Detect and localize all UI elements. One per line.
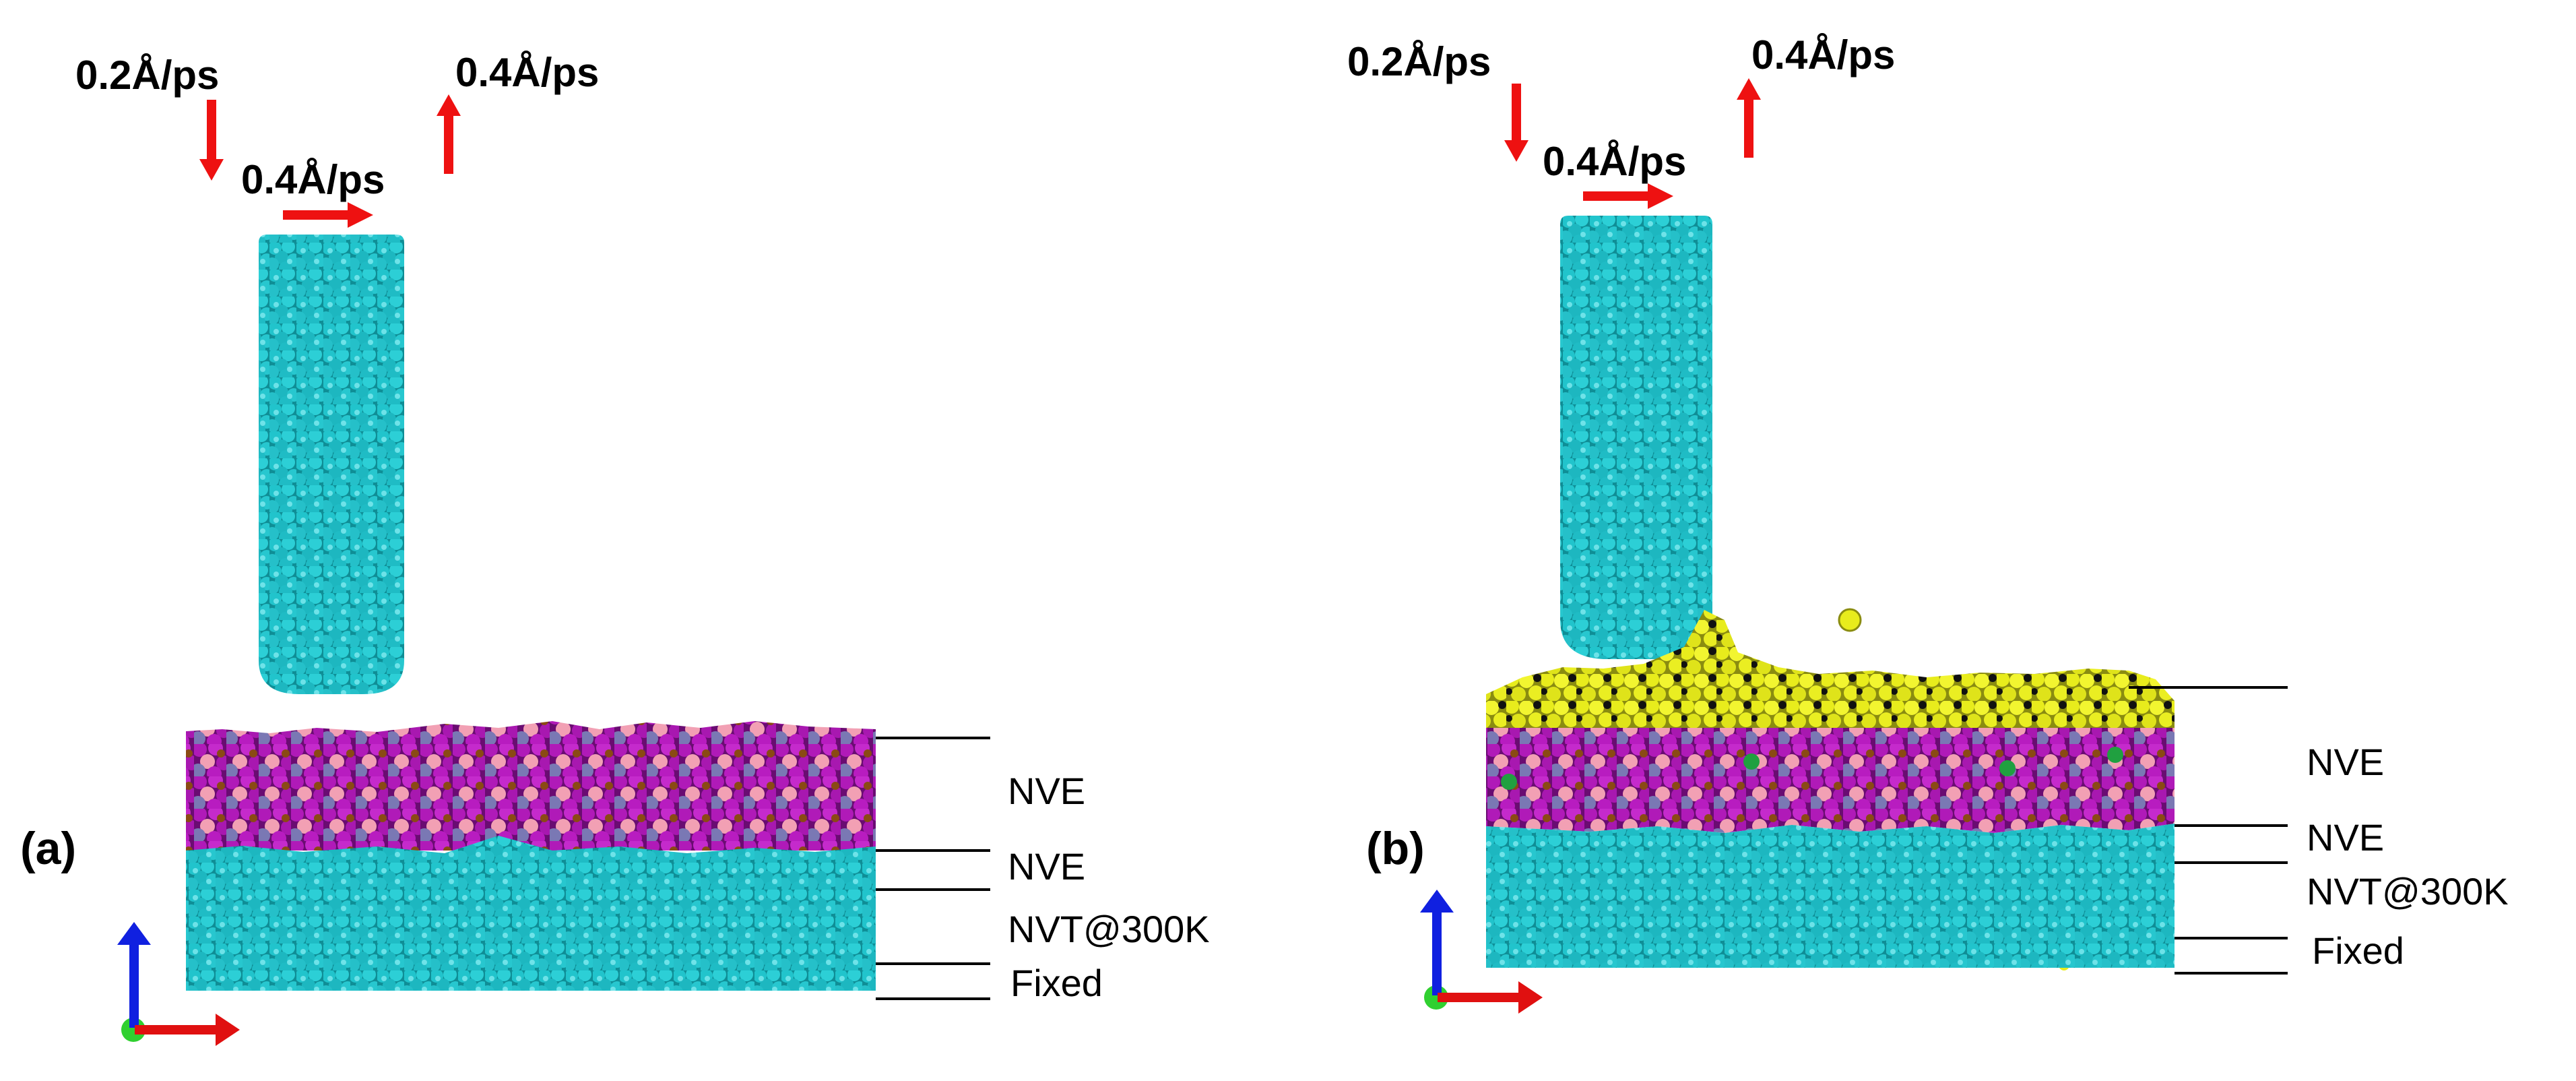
substrate-base bbox=[1486, 824, 2175, 968]
velocity-up-arrow bbox=[437, 94, 461, 174]
velocity-down-arrow bbox=[1504, 84, 1528, 162]
green-atom bbox=[2107, 747, 2123, 763]
velocity-down-arrow bbox=[199, 100, 224, 181]
panel-label: (a) bbox=[20, 823, 76, 874]
velocity-up-arrow bbox=[1737, 78, 1761, 158]
velocity-down-label: 0.2Å/ps bbox=[1347, 39, 1491, 84]
velocity-lateral-label: 0.4Å/ps bbox=[241, 157, 385, 202]
substrate-base bbox=[186, 836, 876, 991]
panel-b: 0.2Å/ps 0.4Å/ps 0.4Å/ps bbox=[1347, 32, 2509, 1014]
velocity-lateral-label: 0.4Å/ps bbox=[1543, 139, 1686, 184]
velocity-lateral-arrow bbox=[283, 202, 373, 228]
axis-z-arrow bbox=[129, 944, 139, 1028]
layer-label-nve-top: NVE bbox=[1008, 770, 1085, 812]
layer-label-nve: NVE bbox=[1008, 845, 1085, 888]
axis-origin bbox=[1424, 985, 1448, 1010]
axes-triad bbox=[117, 922, 240, 1046]
axis-x-arrow bbox=[1438, 993, 1521, 1002]
velocity-lateral-arrow bbox=[1583, 183, 1673, 209]
axis-x-arrow bbox=[135, 1025, 218, 1034]
green-atom bbox=[1501, 774, 1517, 790]
layer-label-nvt: NVT@300K bbox=[2307, 870, 2509, 913]
velocity-up-label: 0.4Å/ps bbox=[1751, 32, 1895, 78]
debris-layer bbox=[1486, 610, 2175, 748]
axes-triad bbox=[1420, 890, 1543, 1014]
panel-label: (b) bbox=[1366, 823, 1425, 874]
axis-origin bbox=[121, 1018, 146, 1042]
layer-label-fixed: Fixed bbox=[1010, 962, 1103, 1004]
layer-label-nvt: NVT@300K bbox=[1008, 908, 1210, 950]
layer-label-nve: NVE bbox=[2307, 816, 2384, 859]
tip-atoms bbox=[259, 235, 404, 694]
velocity-down-label: 0.2Å/ps bbox=[75, 53, 219, 98]
debris-particle bbox=[1838, 608, 1862, 632]
velocity-up-label: 0.4Å/ps bbox=[455, 50, 599, 95]
panel-a: 0.2Å/ps 0.4Å/ps 0.4Å/ps NVE NVE N bbox=[20, 50, 1210, 1046]
green-atom bbox=[1743, 753, 1760, 770]
layer-label-nve-top: NVE bbox=[2307, 741, 2384, 783]
layer-label-fixed: Fixed bbox=[2312, 929, 2404, 972]
green-atom bbox=[1999, 760, 2016, 776]
coating-layer bbox=[1486, 728, 2175, 833]
tip-atoms bbox=[1560, 216, 1712, 659]
axis-z-arrow bbox=[1432, 911, 1442, 995]
coating-layer bbox=[186, 721, 876, 851]
